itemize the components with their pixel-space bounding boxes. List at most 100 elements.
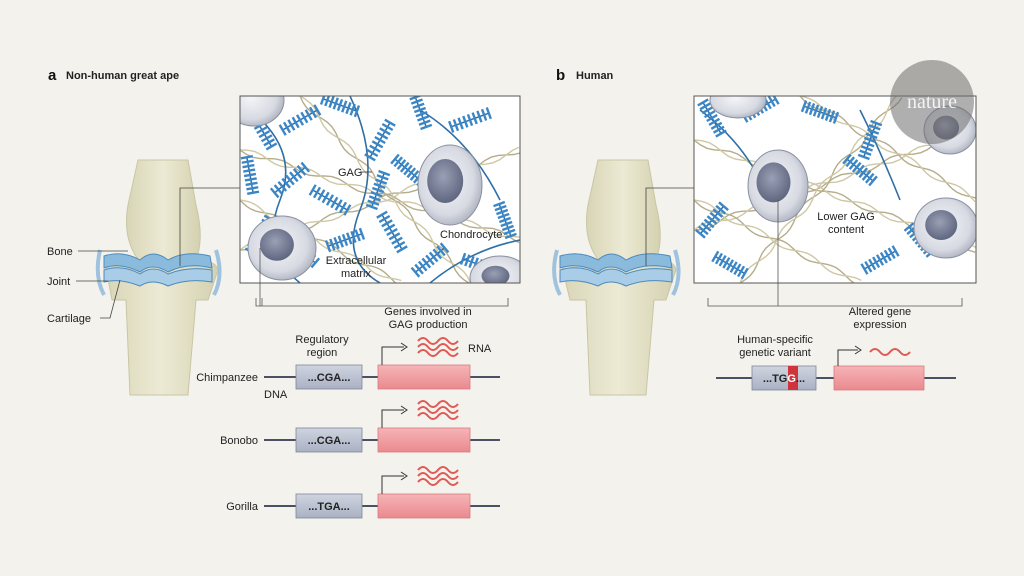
label-variant-line2: genetic variant: [739, 347, 811, 359]
label-regulatory-line2: region: [307, 347, 338, 359]
gag-molecule: [857, 119, 883, 161]
gag-molecule: [319, 96, 361, 118]
sequence-text: ...CGA...: [308, 372, 351, 384]
joint-capsule-right: [212, 249, 222, 296]
gag-molecule: [269, 161, 311, 199]
label-bone: Bone: [47, 246, 73, 258]
promoter-arrow: [381, 346, 404, 365]
label-matrix-line1: Extracellular: [326, 255, 387, 267]
sequence-text: ...CGA...: [308, 435, 351, 447]
regulatory-box: [295, 493, 363, 519]
joint-capsule-left: [95, 249, 106, 296]
chondrocyte-cell: [417, 144, 483, 226]
panel-a-letter: a: [48, 67, 57, 84]
label-gag: GAG: [338, 167, 362, 179]
rna-wave: [417, 406, 459, 414]
knee-joint-b: [552, 159, 694, 396]
knee-labels-a: Bone Joint Cartilage: [47, 187, 240, 325]
species-rows: Chimpanzee ...CGA... Bonobo ...CGA... Gorill…: [196, 337, 500, 519]
chondrocyte-cell: [240, 96, 285, 127]
species-name: Chimpanzee: [196, 372, 258, 384]
label-altered-line1: Altered gene: [849, 306, 911, 318]
label-lower-gag-line2: content: [828, 224, 864, 236]
collagen-fibre: [240, 199, 402, 282]
regulatory-box: [295, 427, 363, 453]
regulatory-box-human: [751, 365, 817, 391]
rna-wave: [417, 412, 459, 420]
gag-molecule: [448, 107, 492, 133]
rna-wave: [417, 343, 459, 351]
collagen-fibre: [694, 126, 976, 231]
gag-molecule: [695, 201, 729, 239]
label-regulatory-line1: Regulatory: [295, 334, 349, 346]
panel-a: a Non-human great ape Bone Joint Cartila…: [47, 67, 521, 519]
gag-molecule: [408, 96, 433, 131]
rna-wave: [417, 349, 459, 357]
species-row: Gorilla...TGA...: [226, 466, 500, 519]
promoter-arrow: [381, 475, 404, 494]
gene-box: [377, 427, 471, 453]
rna-wave: [417, 478, 459, 486]
upper-bone: [126, 159, 201, 263]
rna-wave: [417, 337, 459, 345]
bracket-a: [255, 298, 509, 307]
species-row: Chimpanzee ...CGA...: [196, 337, 500, 390]
gag-molecule: [842, 153, 878, 187]
sequence-human: ...TGG...: [763, 373, 805, 385]
bracket-b: [707, 298, 963, 307]
cartilage-layer-lower: [103, 267, 213, 287]
upper-bone-b: [586, 159, 661, 263]
label-rna: RNA: [468, 343, 492, 355]
label-chondrocyte: Chondrocyte: [440, 229, 502, 241]
chondrocyte-cell: [247, 215, 317, 281]
zoom-line-a: [179, 187, 240, 266]
hyaluronan-strand: [859, 109, 901, 201]
promoter-arrow: [381, 409, 404, 428]
label-dna: DNA: [264, 389, 288, 401]
label-joint: Joint: [47, 276, 70, 288]
label-matrix-line2: matrix: [341, 268, 371, 280]
collagen-fibre: [240, 149, 520, 244]
gene-box: [377, 493, 471, 519]
gag-molecule: [308, 184, 352, 216]
gag-molecule: [324, 227, 366, 253]
gag-molecule: [697, 98, 727, 138]
collagen-fibre: [694, 132, 976, 231]
label-cartilage: Cartilage: [47, 313, 91, 325]
panel-a-title: Non-human great ape: [66, 70, 179, 82]
hyaluronan-strand: [349, 96, 381, 283]
gag-molecule: [860, 245, 900, 275]
nature-watermark: nature: [890, 60, 974, 144]
chondrocyte-cell: [709, 96, 767, 119]
rna-wave: [417, 400, 459, 408]
watermark-text: nature: [907, 91, 957, 113]
regulatory-box: [295, 364, 363, 390]
gene-box: [377, 364, 471, 390]
chondrocyte-cell: [913, 197, 976, 259]
species-row: Bonobo ...CGA...: [220, 400, 500, 453]
gag-molecule: [364, 118, 396, 162]
gene-box-human: [833, 365, 925, 391]
label-lower-gag-line1: Lower GAG: [817, 211, 874, 223]
human-gene-row: ...TGG...: [716, 345, 956, 391]
cartilage-layer-b-lower: [559, 267, 673, 287]
gag-molecule: [376, 210, 408, 254]
hyaluronan-strand: [419, 109, 501, 201]
gag-molecule: [278, 104, 322, 136]
gag-molecule: [410, 242, 450, 278]
gag-molecule: [240, 155, 260, 195]
promoter-arrow-human: [837, 349, 858, 366]
label-variant-line1: Human-specific: [737, 334, 813, 346]
hyaluronan-strand: [429, 239, 520, 283]
chondrocyte-cell: [747, 149, 809, 223]
sequence-prefix: ...TG: [763, 373, 787, 385]
panel-b-title: Human: [576, 70, 614, 82]
species-name: Bonobo: [220, 435, 258, 447]
gag-molecule: [365, 169, 391, 211]
gag-molecule: [711, 250, 749, 280]
gag-molecule: [493, 200, 517, 240]
gag-molecule: [800, 100, 840, 124]
sequence-suffix: ...: [796, 373, 805, 385]
panel-b-letter: b: [556, 67, 565, 84]
variant-marker: [788, 366, 798, 390]
